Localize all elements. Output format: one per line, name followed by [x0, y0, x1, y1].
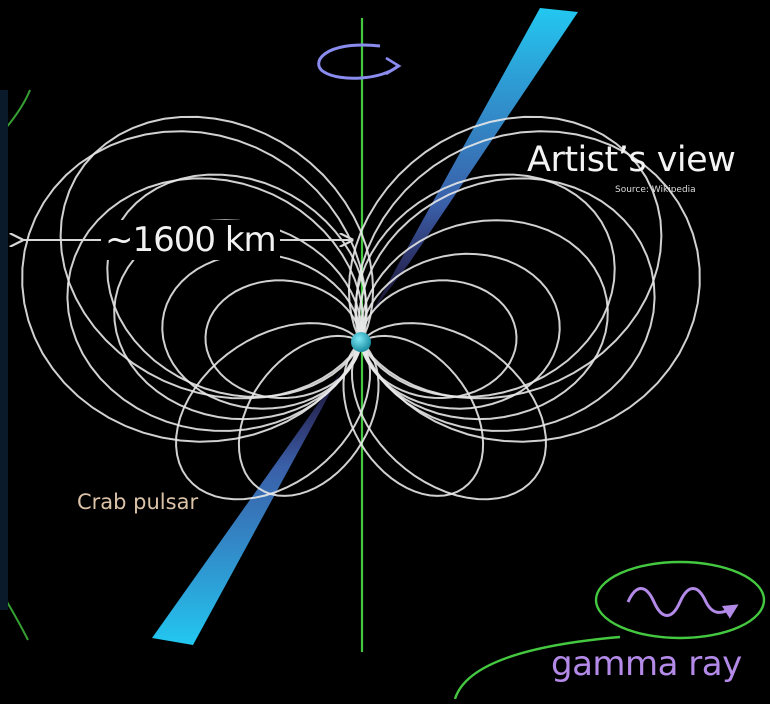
source-label: Source: Wikipedia [615, 185, 696, 195]
field-line-inner-3 [237, 334, 380, 497]
wavy-arrow-icon [626, 587, 739, 619]
title-label: Artist’s view [527, 140, 736, 180]
field-line-right-3 [359, 219, 609, 421]
field-line-left-5 [204, 279, 362, 400]
field-line-right-7 [354, 173, 616, 398]
field-line-right-6 [347, 115, 663, 400]
radiation-beam-lower [152, 370, 342, 645]
radiation-beam-upper [372, 8, 578, 312]
field-line-left-7 [106, 173, 368, 398]
field-line-left-6 [59, 115, 375, 400]
field-line-right-1 [355, 130, 701, 443]
neutron-star [351, 332, 371, 352]
gamma-connector-line [453, 635, 621, 700]
rotation-arrow-icon [317, 43, 402, 80]
field-line-left-4 [161, 252, 363, 410]
dimension-label: ~1600 km [101, 220, 280, 260]
field-line-inner-4 [342, 334, 485, 497]
field-line-left-3 [113, 219, 363, 421]
gamma-ray-annotation [453, 560, 766, 700]
field-line-right-4 [359, 252, 561, 410]
gamma-ray-ellipse [594, 560, 766, 640]
field-line-inner-2 [350, 322, 547, 501]
crab-pulsar-label: Crab pulsar [77, 490, 199, 514]
left-edge-strip [0, 90, 8, 610]
field-line-inner-1 [175, 322, 372, 501]
gamma-ray-label: gamma ray [551, 644, 742, 684]
field-line-left-2 [66, 177, 365, 432]
field-line-right-2 [357, 177, 656, 432]
field-line-right-5 [360, 279, 518, 400]
